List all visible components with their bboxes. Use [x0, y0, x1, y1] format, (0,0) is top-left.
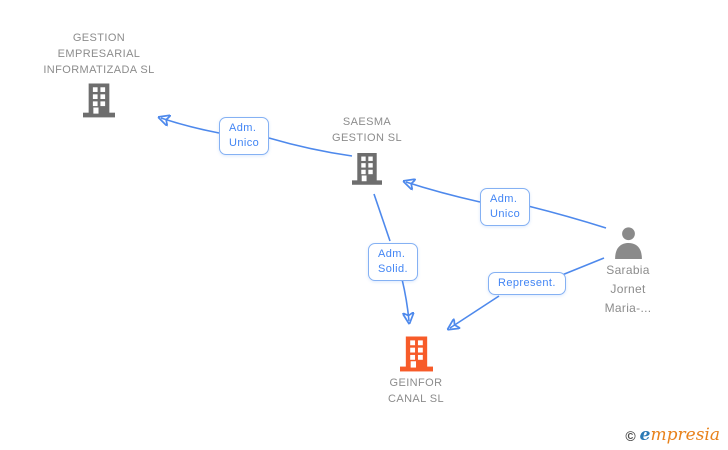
- copyright-icon: ©: [625, 427, 636, 444]
- edge-label-line: Solid.: [378, 263, 408, 275]
- building-icon[interactable]: [352, 150, 382, 186]
- node-geinfor-canal[interactable]: GEINFOR CANAL SL: [346, 333, 486, 407]
- node-label-line: GESTION: [72, 32, 126, 44]
- edge-label-adm-unico-2-to-saesma: [406, 182, 481, 203]
- node-label-line: Maria-...: [604, 301, 652, 315]
- building-icon[interactable]: [399, 333, 433, 373]
- edge-label-line: Adm.: [378, 248, 406, 260]
- node-label-line: EMPRESARIAL: [57, 48, 141, 60]
- person-icon[interactable]: [613, 226, 644, 259]
- edge-sarabia-to-label-represent: [561, 257, 605, 276]
- node-gestion-empresarial-label: GESTION EMPRESARIAL INFORMATIZADA SL: [19, 30, 179, 78]
- edge-label-adm-solid: Adm. Solid.: [368, 243, 418, 281]
- edge-label-adm-solid-to-geinfor: [401, 278, 409, 321]
- edge-label-line: Adm.: [229, 122, 257, 134]
- edge-label-adm-unico-1-to-gestion: [161, 118, 220, 134]
- node-saesma-gestion[interactable]: SAESMA GESTION SL: [297, 114, 437, 186]
- edge-sarabia-to-label-adm-unico-2: [527, 205, 607, 229]
- node-label-line: GEINFOR: [389, 377, 443, 389]
- edge-label-adm-unico-1: Adm. Unico: [219, 117, 270, 155]
- node-sarabia-jornet-label: Sarabia Jornet Maria-...: [563, 261, 693, 318]
- edge-label-represent: Represent.: [488, 272, 566, 295]
- brand-first-letter: e: [639, 425, 651, 445]
- edge-label-line: Unico: [490, 208, 521, 220]
- edge-saesma-to-label-adm-solid: [373, 193, 391, 242]
- empresia-logo[interactable]: © empresia: [625, 427, 720, 444]
- node-sarabia-jornet[interactable]: Sarabia Jornet Maria-...: [563, 226, 693, 318]
- brand-wordmark: empresia: [640, 427, 720, 444]
- node-label-line: Jornet: [610, 282, 646, 296]
- edge-saesma-to-label-adm-unico-1: [268, 137, 353, 157]
- node-label-line: SAESMA: [342, 116, 392, 128]
- node-label-line: Sarabia: [606, 263, 650, 277]
- edge-label-line: Adm.: [490, 193, 518, 205]
- node-gestion-empresarial[interactable]: GESTION EMPRESARIAL INFORMATIZADA SL: [19, 30, 179, 118]
- node-saesma-gestion-label: SAESMA GESTION SL: [297, 114, 437, 146]
- edge-label-line: Unico: [229, 137, 260, 149]
- node-label-line: GESTION SL: [331, 132, 403, 144]
- brand-rest: mpresia: [650, 425, 721, 445]
- edge-label-adm-unico-2: Adm. Unico: [480, 188, 531, 226]
- node-geinfor-canal-label: GEINFOR CANAL SL: [346, 375, 486, 407]
- building-icon[interactable]: [83, 81, 115, 118]
- edge-label-line: Represent.: [498, 277, 556, 289]
- node-label-line: INFORMATIZADA SL: [43, 64, 155, 76]
- node-label-line: CANAL SL: [388, 393, 444, 405]
- edge-label-represent-to-geinfor: [450, 295, 500, 328]
